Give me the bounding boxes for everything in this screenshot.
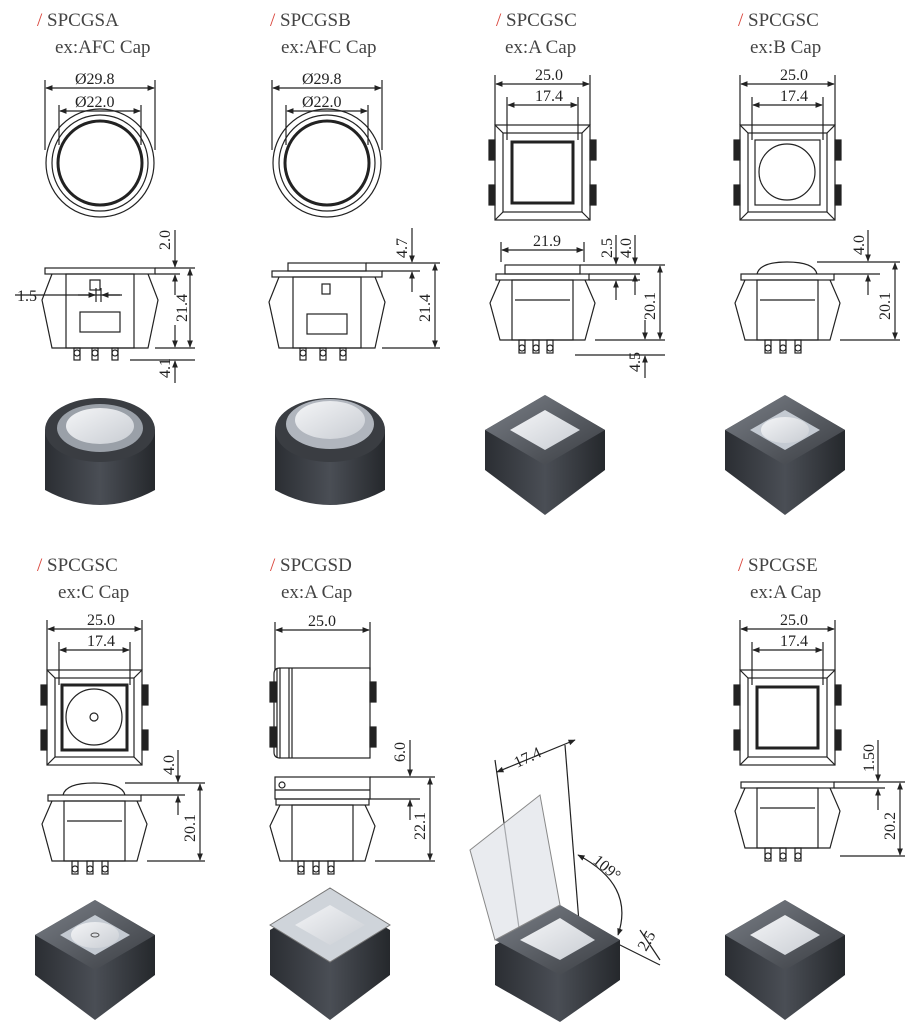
spcgsd-top-view [269, 622, 377, 759]
model-name: SPCGSB [280, 10, 351, 31]
dim-spcgsc-a-inner: 17.4 [535, 88, 563, 105]
dim-spcgse-height: 20.2 [882, 812, 899, 840]
cap-type: ex:AFC Cap [55, 37, 151, 58]
model-name: SPCGSD [280, 555, 352, 576]
render-spcgsc-a [485, 395, 605, 515]
spcgsa-side-view [15, 230, 195, 383]
header-slash: / [496, 10, 502, 31]
header-spcgsd: / SPCGSD [270, 555, 352, 577]
dim-spcgsc-c-inner: 17.4 [87, 633, 115, 650]
spcgsc-c-top-view [40, 620, 149, 766]
dim-spcgse-inner: 17.4 [780, 633, 808, 650]
dim-spcgsc-b-inner: 17.4 [780, 88, 808, 105]
header-spcgsb: / SPCGSB [270, 10, 351, 32]
header-spcgsc-c: / SPCGSC [37, 555, 118, 577]
render-spcgsc-c [35, 900, 155, 1020]
dim-spcgsb-cap-h: 4.7 [394, 238, 411, 258]
dim-spcgsb-height: 21.4 [417, 294, 434, 322]
spcgsc-c-side-view [41, 750, 205, 875]
header-slash: / [738, 10, 744, 31]
dim-spcgsc-a-outer: 25.0 [535, 67, 563, 84]
dim-open-gap: 2.5 [635, 928, 660, 954]
spcgsc-a-top-view [488, 75, 597, 221]
dim-spcgsd-outer: 25.0 [308, 613, 336, 630]
dim-spcgsc-a-cap-h1: 2.5 [599, 238, 616, 258]
spcgsa-top-view [44, 80, 156, 218]
dim-spcgsa-inner-dia: Ø22.0 [75, 94, 115, 111]
dim-spcgsc-c-outer: 25.0 [87, 612, 115, 629]
model-name: SPCGSC [47, 555, 118, 576]
render-open-cover [469, 794, 620, 1022]
cap-type: ex:A Cap [281, 582, 353, 603]
dim-spcgsb-inner-dia: Ø22.0 [302, 94, 342, 111]
cap-type: ex:A Cap [750, 582, 822, 603]
spcgsc-a-side-view [489, 235, 665, 378]
dim-spcgse-outer: 25.0 [780, 612, 808, 629]
dim-open-inner: 17.4 [512, 744, 545, 771]
spcgsb-side-view [268, 228, 440, 361]
dim-spcgsc-a-height: 20.1 [642, 292, 659, 320]
cap-type: ex:AFC Cap [281, 37, 377, 58]
model-name: SPCGSC [506, 10, 577, 31]
dim-spcgsb-outer-dia: Ø29.8 [302, 71, 342, 88]
dim-spcgsa-offset: 1.5 [17, 288, 37, 305]
dim-spcgsc-b-outer: 25.0 [780, 67, 808, 84]
header-slash: / [738, 555, 744, 576]
dim-spcgsc-c-cap-h: 4.0 [161, 755, 178, 775]
spcgsd-side-view [269, 740, 435, 875]
spcgse-side-view [734, 740, 905, 862]
render-spcgsc-b [725, 395, 845, 515]
model-name: SPCGSA [47, 10, 119, 31]
header-spcgse: / SPCGSE [738, 555, 818, 577]
render-spcgsa [45, 398, 155, 505]
dim-open-angle: 109° [589, 852, 623, 885]
header-spcgsc-b: / SPCGSC [738, 10, 819, 32]
dim-spcgse-cap-h: 1.50 [861, 744, 878, 772]
dim-spcgsa-outer-dia: Ø29.8 [75, 71, 115, 88]
render-spcgse [725, 900, 845, 1020]
cap-type: ex:A Cap [505, 37, 577, 58]
header-slash: / [270, 10, 276, 31]
header-slash: / [270, 555, 276, 576]
header-slash: / [37, 555, 43, 576]
dim-spcgsc-a-terminal: 4.5 [627, 352, 644, 372]
dim-spcgsc-a-cap-w: 21.9 [533, 233, 561, 250]
spcgse-top-view [733, 620, 842, 766]
spcgsc-b-top-view [733, 75, 842, 221]
model-name: SPCGSC [748, 10, 819, 31]
header-spcgsa: / SPCGSA [37, 10, 119, 32]
dim-spcgsc-b-cap-h: 4.0 [851, 235, 868, 255]
header-slash: / [37, 10, 43, 31]
dim-spcgsc-a-cap-h2: 4.0 [618, 238, 635, 258]
model-name: SPCGSE [748, 555, 818, 576]
header-spcgsc-a: / SPCGSC [496, 10, 577, 32]
cap-type: ex:B Cap [750, 37, 822, 58]
dim-spcgsd-height: 22.1 [412, 812, 429, 840]
spcgsb-top-view [271, 80, 383, 218]
dim-spcgsa-cap-h: 2.0 [157, 230, 174, 250]
dim-spcgsc-c-height: 20.1 [182, 814, 199, 842]
spcgsc-b-side-view [734, 230, 900, 354]
dim-spcgsd-cap-h: 6.0 [392, 742, 409, 762]
cap-type: ex:C Cap [58, 582, 130, 603]
dim-spcgsa-terminal: 4.1 [157, 358, 174, 378]
dim-spcgsc-b-height: 20.1 [877, 292, 894, 320]
dim-spcgsa-height: 21.4 [174, 294, 191, 322]
render-spcgsb [275, 398, 385, 505]
render-spcgsd [269, 887, 391, 1020]
